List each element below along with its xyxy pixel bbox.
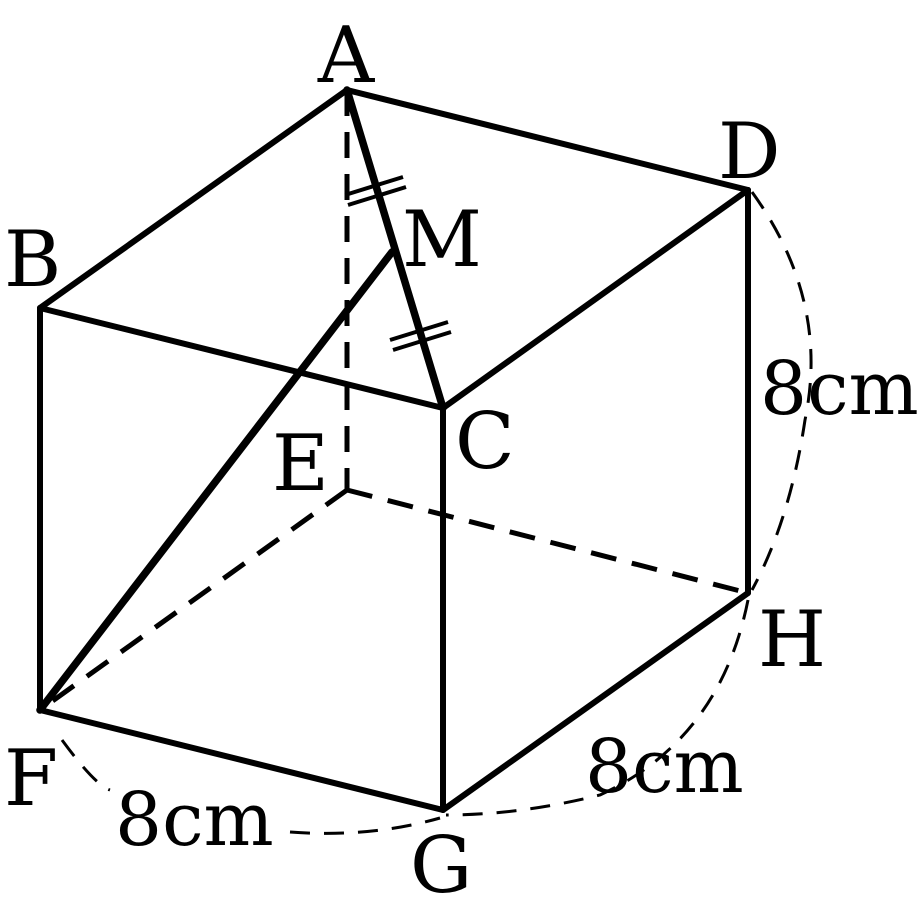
edge-bc: [37, 305, 446, 411]
dimension-label-gh: 8cm: [585, 724, 744, 810]
edge-cd: [440, 187, 751, 411]
dimension-arc-gh: [445, 599, 750, 817]
segment-fm: [36, 248, 396, 714]
label-g: G: [410, 821, 472, 911]
segment-ac: [343, 86, 447, 412]
dimension-arc-dh: [750, 191, 813, 591]
label-d: D: [718, 107, 781, 197]
dimension-arc-fg-right: [289, 816, 441, 835]
label-a: A: [317, 11, 376, 101]
edge-fg: [37, 707, 446, 813]
label-m: M: [402, 195, 482, 285]
dimension-arc-fg-left: [60, 739, 111, 792]
edge-ef-hidden: [38, 487, 349, 713]
edge-gh: [440, 590, 751, 813]
dimension-label-dh: 8cm: [760, 346, 919, 432]
label-c: C: [455, 397, 515, 487]
edge-eh-hidden: [346, 487, 749, 596]
label-e: E: [272, 419, 329, 509]
label-h: H: [758, 595, 826, 685]
equal-tick-mc: [389, 320, 452, 352]
equal-tick-am: [344, 175, 407, 207]
label-f: F: [4, 734, 58, 824]
dimension-label-fg: 8cm: [115, 777, 274, 863]
edge-ab: [37, 87, 350, 311]
edge-ad: [344, 87, 751, 193]
label-b: B: [4, 215, 61, 305]
